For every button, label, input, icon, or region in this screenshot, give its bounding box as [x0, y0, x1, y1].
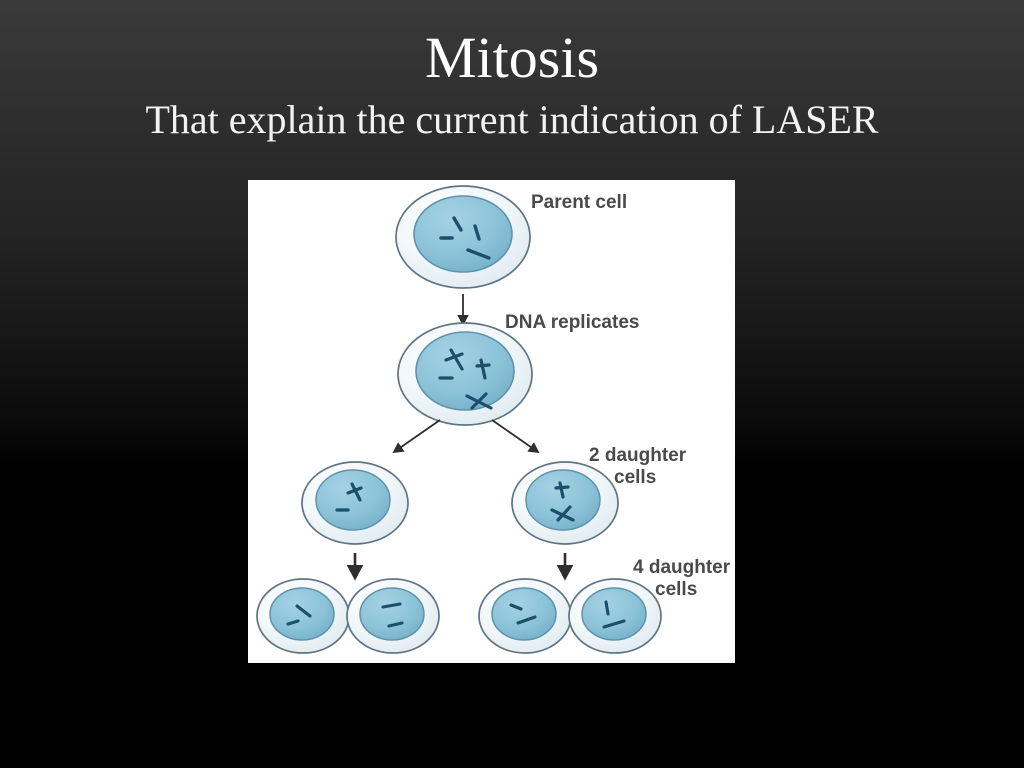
nucleus — [415, 331, 515, 411]
slide-subtitle: That explain the current indication of L… — [145, 97, 879, 142]
mitosis-diagram-svg: Parent cell DNA replicates — [248, 180, 735, 663]
chromosomes-duplicated — [438, 348, 493, 410]
daughter-cell-right — [511, 461, 619, 545]
nucleus — [413, 195, 513, 273]
arrow-to-right-daughter — [491, 419, 540, 454]
nucleus — [525, 469, 601, 531]
label-dna-replicates: DNA replicates — [505, 312, 639, 333]
chromosomes — [550, 481, 575, 522]
arrow-to-left-daughter — [392, 419, 441, 454]
nucleus — [359, 587, 425, 641]
chromosomes — [602, 600, 626, 629]
chromosomes — [335, 482, 363, 512]
label-four-daughter-cells-line2: cells — [655, 579, 697, 600]
nucleus — [269, 587, 335, 641]
daughter-cell-left — [301, 461, 409, 545]
final-daughter-cell-3 — [478, 578, 572, 654]
label-two-daughter-cells-line2: cells — [614, 467, 656, 488]
chromosomes — [286, 604, 312, 626]
label-two-daughter-cells-line1: 2 daughter — [589, 445, 687, 466]
chromosomes — [439, 216, 491, 260]
label-four-daughter-cells-line1: 4 daughter — [633, 557, 731, 578]
title-block: Mitosis That explain the current indicat… — [0, 24, 1024, 144]
final-daughter-cell-2 — [346, 578, 440, 654]
mitosis-diagram-panel: Parent cell DNA replicates — [248, 180, 735, 663]
page-title: Mitosis — [424, 25, 600, 90]
parent-cell — [395, 185, 531, 289]
final-daughter-cell-4 — [568, 578, 662, 654]
nucleus — [581, 587, 647, 641]
dna-replicated-cell — [397, 322, 533, 426]
chromosomes — [381, 602, 404, 628]
nucleus — [315, 469, 391, 531]
final-daughter-cell-1 — [256, 578, 350, 654]
label-parent-cell: Parent cell — [531, 192, 627, 213]
chromosomes — [509, 603, 537, 625]
nucleus — [491, 587, 557, 641]
